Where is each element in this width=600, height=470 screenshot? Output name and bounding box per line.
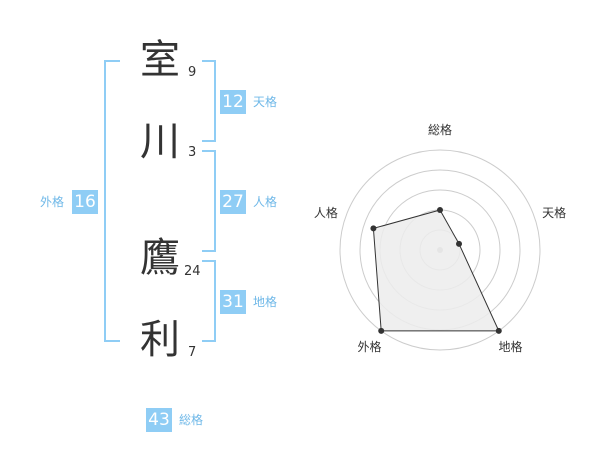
soukaku-label: 総格	[179, 413, 204, 427]
tenkaku-label: 天格	[253, 95, 278, 109]
name-char-1: 室	[140, 37, 180, 83]
radar-point	[370, 225, 377, 232]
name-char-2: 川	[140, 119, 180, 165]
radar-axis-label: 外格	[357, 339, 381, 354]
stroke-count-3: 24	[184, 264, 201, 279]
radar-axis-label: 総格	[428, 122, 452, 137]
chikaku-bracket	[202, 260, 216, 342]
stroke-count-4: 7	[188, 345, 197, 360]
chikaku-label: 地格	[253, 295, 278, 309]
soukaku-value: 43	[146, 408, 172, 432]
jinkaku-value: 27	[220, 190, 246, 214]
radar-points	[370, 207, 502, 334]
radar-point	[495, 327, 502, 334]
stroke-count-2: 3	[188, 145, 197, 160]
radar-axis-label: 天格	[542, 205, 566, 220]
stroke-count-1: 9	[188, 65, 197, 80]
chikaku-value: 31	[220, 290, 246, 314]
jinkaku-bracket	[202, 150, 216, 252]
radar-point	[456, 240, 463, 247]
tenkaku-bracket	[202, 60, 216, 142]
radar-point	[378, 327, 385, 334]
jinkaku-label: 人格	[253, 195, 278, 209]
name-char-3: 鷹	[140, 235, 180, 281]
radar-area	[372, 209, 500, 332]
radar-axis-label: 地格	[499, 339, 523, 354]
tenkaku-value: 12	[220, 90, 246, 114]
gaikaku-bracket	[104, 60, 120, 342]
radar-axis-label: 人格	[314, 205, 338, 220]
gaikaku-label: 外格	[40, 195, 65, 209]
gaikaku-value: 16	[72, 190, 98, 214]
name-char-4: 利	[140, 317, 180, 363]
radar-ring	[339, 149, 541, 351]
radar-point	[437, 207, 443, 213]
